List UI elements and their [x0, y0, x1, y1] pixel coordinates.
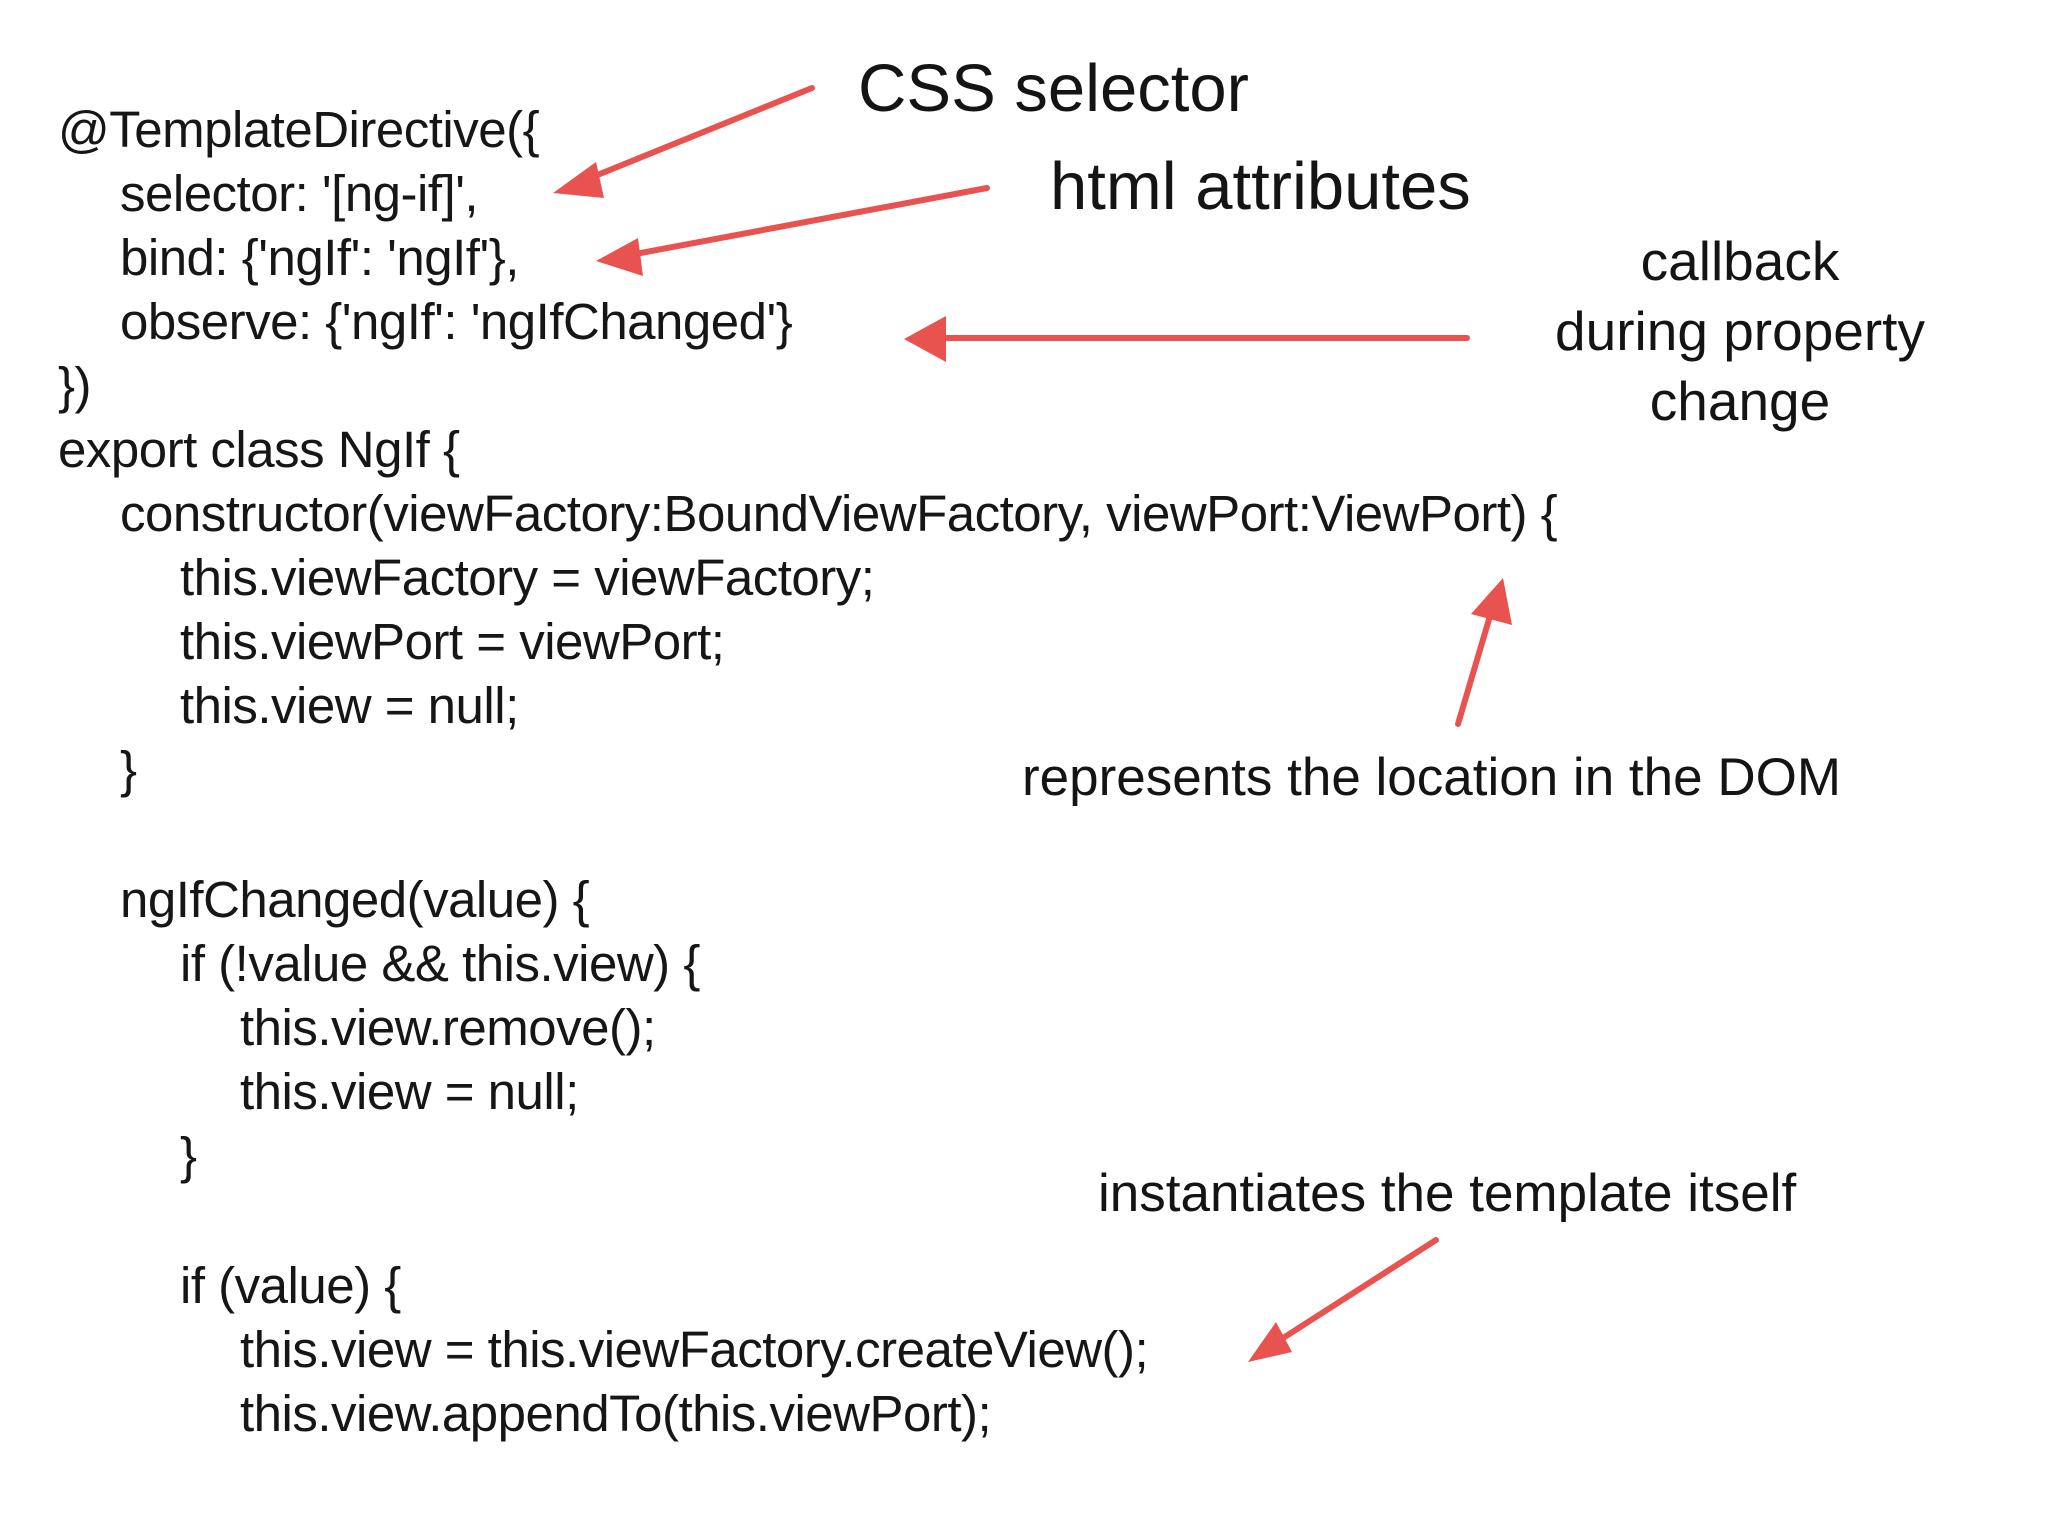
callback-annotation-line: callback	[1640, 230, 1840, 292]
callback-annotation-line: change	[1649, 370, 1831, 432]
code-line: this.view = null;	[180, 677, 519, 734]
code-line: observe: {'ngIf': 'ngIfChanged'}	[120, 293, 793, 350]
code-line: ngIfChanged(value) {	[120, 871, 590, 928]
callback-annotation-line: during property	[1555, 300, 1925, 362]
code-line: @TemplateDirective({	[58, 101, 540, 158]
code-line: this.view = this.viewFactory.createView(…	[240, 1321, 1149, 1378]
code-line: selector: '[ng-if]',	[120, 165, 479, 222]
code-line: this.viewFactory = viewFactory;	[180, 549, 875, 606]
code-line: this.view.appendTo(this.viewPort);	[240, 1385, 992, 1442]
code-line: bind: {'ngIf': 'ngIf'},	[120, 229, 519, 286]
code-line: this.view = null;	[240, 1063, 579, 1120]
code-line: }	[120, 741, 137, 798]
arrow-css-selector	[553, 85, 815, 198]
dom-location-annotation: represents the location in the DOM	[1022, 748, 1841, 807]
instantiates-annotation: instantiates the template itself	[1098, 1164, 1797, 1223]
arrow-instantiates	[1248, 1237, 1439, 1362]
css-selector-annotation: CSS selector	[858, 51, 1249, 126]
callback-annotation: callback during property change	[1510, 226, 1970, 436]
code-line: constructor(viewFactory:BoundViewFactory…	[120, 485, 1558, 542]
code-line: })	[58, 357, 92, 414]
code-line: if (!value && this.view) {	[180, 935, 700, 992]
arrow-dom-location	[1455, 578, 1512, 727]
arrow-html-attributes	[596, 185, 990, 276]
code-line: this.view.remove();	[240, 999, 656, 1056]
code-line: }	[180, 1127, 197, 1184]
code-line: export class NgIf {	[58, 421, 460, 478]
arrow-callback	[904, 316, 1470, 362]
code-line: this.viewPort = viewPort;	[180, 613, 725, 670]
html-attributes-annotation: html attributes	[1050, 149, 1471, 224]
code-line: if (value) {	[180, 1257, 401, 1314]
